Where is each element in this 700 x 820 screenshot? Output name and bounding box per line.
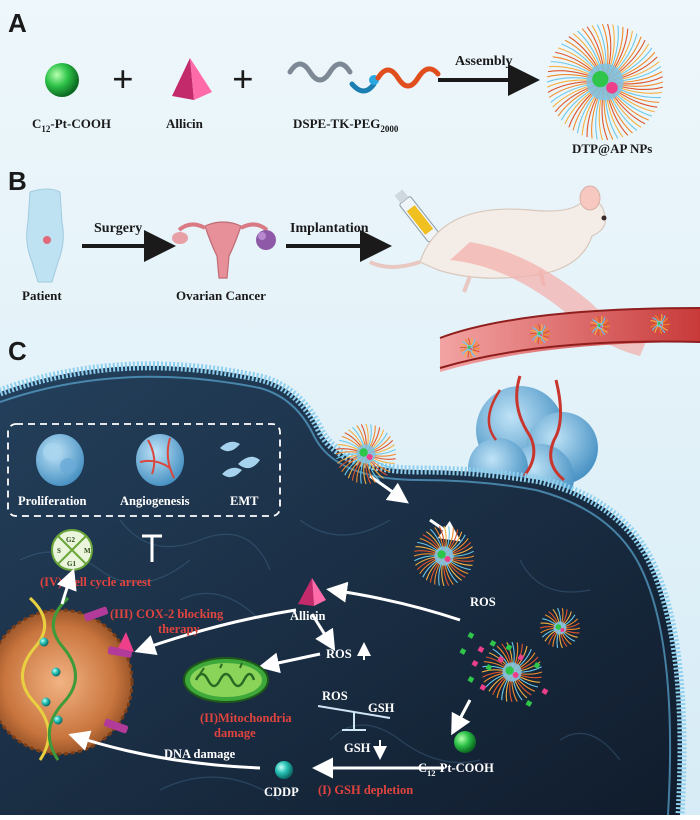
dtp-ap-nps-label: DTP@AP NPs	[572, 141, 652, 156]
cddp-label: CDDP	[264, 785, 299, 799]
svg-text:S: S	[57, 547, 61, 555]
gsh-decrease: GSH	[344, 740, 387, 760]
panel-label-b: B	[8, 166, 27, 196]
cell-membrane	[0, 361, 687, 816]
panel-label-a: A	[8, 8, 27, 38]
emt-label: EMT	[230, 494, 259, 508]
ovarian-cancer-illustration	[172, 221, 276, 279]
cell-cycle-icon: G2 M S G1	[51, 529, 93, 571]
step-i-gsh-depletion: (I) GSH depletion	[318, 783, 413, 797]
nanoparticle-uptake	[335, 423, 397, 485]
allicin-label: Allicin	[166, 116, 204, 131]
patient-label: Patient	[22, 288, 62, 303]
emt-cells-icon	[220, 441, 260, 478]
dna-damage-label: DNA damage	[164, 747, 236, 761]
cox2-receptors	[83, 606, 134, 734]
pathway-arrows	[56, 474, 472, 779]
nucleus	[0, 596, 134, 761]
allicin-pyramid	[172, 58, 212, 100]
svg-text:G1: G1	[67, 560, 76, 568]
allicin-pyramid-cell	[298, 578, 326, 606]
c12-pt-cooh-label: C12-Pt-COOH	[32, 116, 111, 134]
panel-label-c: C	[8, 336, 27, 366]
svg-text:M: M	[84, 547, 91, 555]
dtp-ap-nanoparticle	[546, 23, 664, 141]
svg-text:ROS: ROS	[322, 689, 348, 703]
svg-text:GSH: GSH	[368, 701, 395, 715]
plus-sign-1: +	[112, 59, 134, 101]
dspe-tk-peg-polymer	[287, 61, 441, 94]
ros-trigger-label: ROS	[470, 595, 496, 609]
angiogenesis-label: Angiogenesis	[120, 494, 190, 508]
mitochondria	[183, 657, 269, 703]
assembly-label: Assembly	[455, 54, 513, 69]
c12-pt-cooh-cell-label: C12-Pt-COOH	[418, 761, 494, 778]
ros-gsh-balance: ROS GSH	[317, 689, 395, 731]
inhibition-bar	[142, 534, 162, 562]
ovarian-cancer-label: Ovarian Cancer	[176, 288, 266, 303]
plus-sign-2: +	[232, 59, 254, 101]
step-iv-cell-cycle-arrest: (IV) Cell cycle arrest	[40, 575, 152, 589]
dna-strand-2	[47, 596, 77, 761]
svg-text:ROS: ROS	[326, 647, 352, 661]
dspe-tk-peg-label: DSPE-TK-PEG2000	[293, 116, 399, 134]
inhibition-targets-box	[7, 423, 281, 517]
implantation-label: Implantation	[290, 221, 369, 236]
allicin-cell-label: Allicin	[290, 609, 325, 623]
proliferation-label: Proliferation	[18, 494, 87, 508]
skin-vessel-zoom	[439, 242, 700, 372]
released-drug-particles	[459, 631, 549, 707]
ros-increase: ROS	[326, 642, 371, 661]
svg-text:G2: G2	[66, 536, 75, 544]
cddp-sphere	[275, 761, 293, 779]
proliferation-tumor-icon	[36, 434, 84, 486]
c12-pt-cooh-cell-sphere	[454, 731, 476, 753]
patient-figure	[26, 188, 64, 283]
blood-vessel	[440, 308, 700, 372]
surgery-label: Surgery	[94, 221, 142, 236]
angiogenesis-tumor-icon	[136, 434, 184, 486]
nanoparticle-endosome	[413, 525, 475, 587]
svg-text:GSH: GSH	[344, 741, 371, 755]
c12-pt-cooh-sphere	[45, 63, 79, 97]
